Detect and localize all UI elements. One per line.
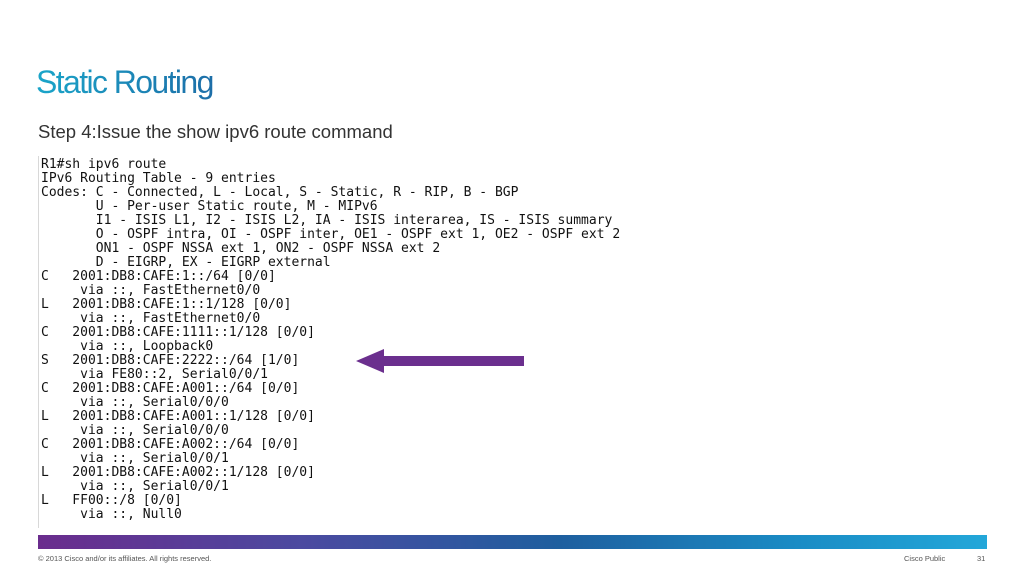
terminal-line: U - Per-user Static route, M - MIPv6 [41,199,378,214]
terminal-line: via ::, Null0 [41,507,182,522]
terminal-line: L 2001:DB8:CAFE:A002::1/128 [0/0] [41,465,315,480]
footer-classification: Cisco Public [904,554,946,563]
terminal-line: I1 - ISIS L1, I2 - ISIS L2, IA - ISIS in… [41,213,613,228]
terminal-line: C 2001:DB8:CAFE:1111::1/128 [0/0] [41,325,315,340]
terminal-line: ON1 - OSPF NSSA ext 1, ON2 - OSPF NSSA e… [41,241,441,256]
left-arrow-icon [356,349,524,373]
terminal-line: L 2001:DB8:CAFE:1::1/128 [0/0] [41,297,292,312]
terminal-line: R1#sh ipv6 route [41,157,167,172]
terminal-line: via ::, FastEthernet0/0 [41,311,261,326]
terminal-line: S 2001:DB8:CAFE:2222::/64 [1/0] [41,353,300,368]
terminal-line: L 2001:DB8:CAFE:A001::1/128 [0/0] [41,409,315,424]
terminal-line: via ::, Serial0/0/1 [41,479,229,494]
terminal-line: via ::, FastEthernet0/0 [41,283,261,298]
slide-title: Static Routing [36,64,214,100]
terminal-line: via ::, Serial0/0/0 [41,423,229,438]
terminal-line: via FE80::2, Serial0/0/1 [41,367,268,382]
terminal-line: O - OSPF intra, OI - OSPF inter, OE1 - O… [41,227,621,242]
arrow-shape [356,349,524,373]
terminal-line: C 2001:DB8:CAFE:A001::/64 [0/0] [41,381,300,396]
terminal-line: via ::, Serial0/0/0 [41,395,229,410]
slide-subtitle: Step 4:Issue the show ipv6 route command [38,121,393,142]
footer-copyright: © 2013 Cisco and/or its affiliates. All … [38,554,212,563]
terminal-line: via ::, Serial0/0/1 [41,451,229,466]
terminal-line: C 2001:DB8:CAFE:A002::/64 [0/0] [41,437,300,452]
terminal-line: L FF00::/8 [0/0] [41,493,182,508]
footer-color-bar [38,535,987,549]
terminal-line: C 2001:DB8:CAFE:1::/64 [0/0] [41,269,276,284]
terminal-line: D - EIGRP, EX - EIGRP external [41,255,331,270]
terminal-line: Codes: C - Connected, L - Local, S - Sta… [41,185,519,200]
terminal-line: via ::, Loopback0 [41,339,214,354]
terminal-line: IPv6 Routing Table - 9 entries [41,171,276,186]
page-number: 31 [977,554,986,563]
